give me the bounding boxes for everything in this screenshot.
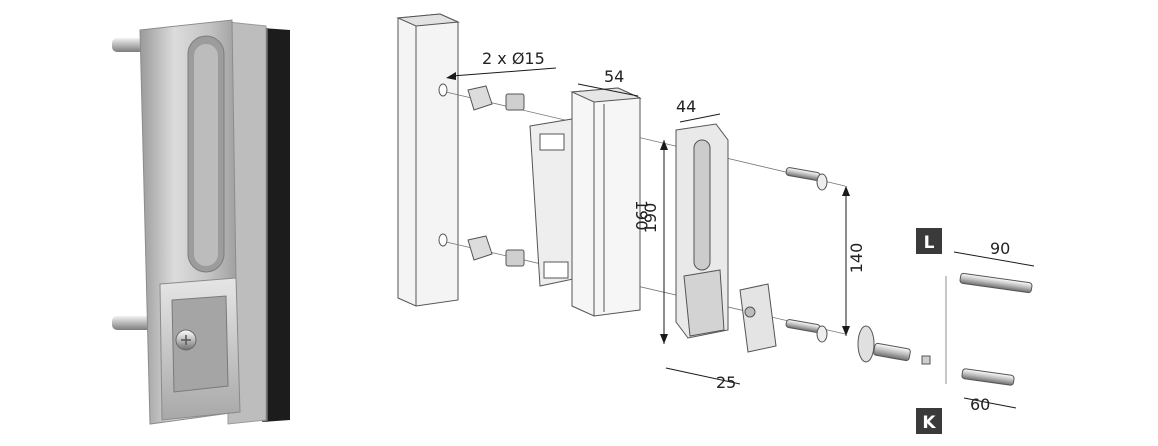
profile-body [570, 87, 642, 317]
dim-54-label: 54 [604, 67, 624, 86]
dim-60-label: 60 [970, 395, 990, 414]
pin-l [945, 272, 1033, 384]
lower-hole [438, 233, 448, 247]
dim-90: 90 [953, 239, 1035, 267]
upper-screw [785, 167, 828, 191]
dim-190-a-label: 190 [632, 200, 651, 231]
dim-44-label: 44 [676, 97, 696, 116]
dim-holes-label: 2 x Ø15 [482, 49, 545, 68]
pin-k [961, 368, 1015, 386]
rubber-strip [262, 28, 290, 422]
lower-screw [785, 319, 828, 343]
dim-190-a: 190 [632, 200, 651, 231]
badge-k-label: K [922, 413, 936, 433]
handle-body [675, 123, 729, 339]
upper-hole [438, 83, 448, 97]
dim-holes: 2 x Ø15 [446, 49, 557, 80]
dim-190-b: 190 [641, 140, 668, 344]
dim-25: 25 [665, 367, 741, 392]
badge-l-box [916, 228, 942, 254]
dim-25-label: 25 [716, 373, 736, 392]
dim-140-label: 140 [847, 243, 866, 274]
lower-pin [112, 316, 152, 330]
dim-140: 140 [842, 186, 866, 336]
upper-nut [505, 93, 525, 111]
lower-insert [467, 235, 525, 267]
lower-nut [505, 249, 525, 267]
badge-k-box [916, 408, 942, 434]
square-post [396, 13, 460, 307]
dim-90-label: 90 [990, 239, 1010, 258]
lock-product-photo [112, 19, 290, 425]
badge-l-label: L [924, 233, 935, 253]
mounting-plate [529, 117, 579, 287]
washer-assembly [857, 325, 931, 365]
dim-44: 44 [676, 97, 721, 123]
dim-54: 54 [577, 67, 639, 97]
upper-insert [467, 85, 525, 111]
cover-cap [739, 283, 777, 353]
badge-l: L [916, 228, 942, 254]
dim-190-b-label: 190 [641, 203, 660, 234]
badge-k: K [916, 408, 942, 434]
dim-60: 60 [963, 395, 1017, 414]
